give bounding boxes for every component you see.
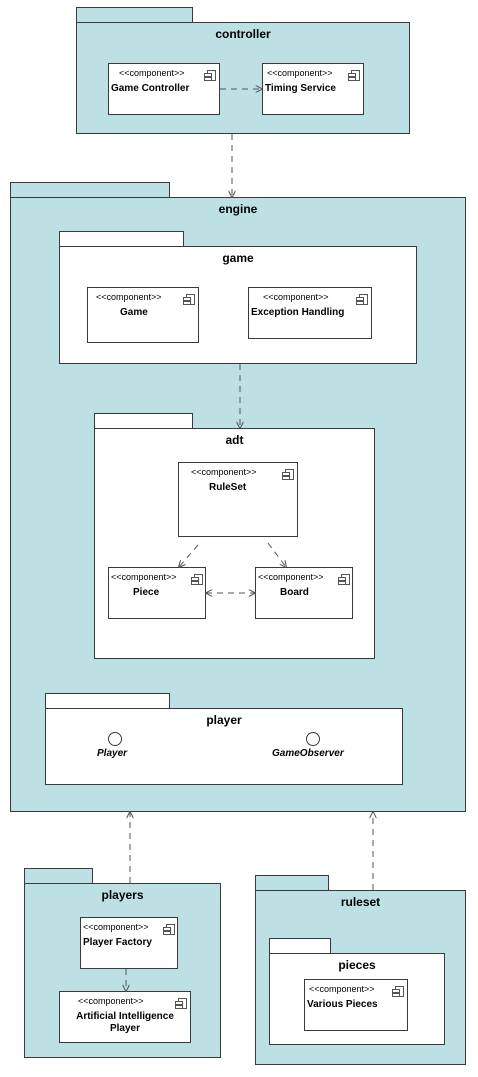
game-controller-component[interactable]: <<component>> Game Controller: [108, 63, 220, 115]
component-icon: [183, 294, 195, 305]
stereotype-label: <<component>>: [263, 292, 329, 302]
component-icon: [338, 574, 350, 585]
board-component[interactable]: <<component>> Board: [255, 567, 353, 619]
stereotype-label: <<component>>: [111, 572, 177, 582]
stereotype-label: <<component>>: [309, 984, 375, 994]
component-name: Game: [120, 307, 148, 318]
player-interface-icon[interactable]: [108, 732, 122, 746]
player-package: player: [45, 708, 403, 785]
stereotype-label: <<component>>: [96, 292, 162, 302]
engine-package-title: engine: [218, 202, 258, 216]
controller-package-title: controller: [215, 27, 271, 41]
game-observer-interface-label: GameObserver: [272, 748, 344, 759]
component-name: Various Pieces: [307, 999, 378, 1010]
timing-service-component[interactable]: <<component>> Timing Service: [262, 63, 364, 115]
component-name: Timing Service: [265, 83, 336, 94]
players-package-title: players: [101, 888, 144, 902]
component-icon: [175, 998, 187, 1009]
component-icon: [282, 469, 294, 480]
exception-handling-component[interactable]: <<component>> Exception Handling: [248, 287, 372, 339]
ai-player-component[interactable]: <<component>> Artificial Intelligence Pl…: [59, 991, 191, 1043]
pieces-package-title: pieces: [338, 958, 376, 972]
component-name: Game Controller: [111, 83, 190, 94]
stereotype-label: <<component>>: [191, 467, 257, 477]
dependency-ruleset-board: [267, 542, 286, 567]
component-name: RuleSet: [209, 482, 247, 493]
stereotype-label: <<component>>: [258, 572, 324, 582]
stereotype-label: <<component>>: [83, 922, 149, 932]
ruleset-package-title: ruleset: [340, 895, 381, 909]
component-name: Player Factory: [83, 937, 152, 948]
component-icon: [204, 70, 216, 81]
component-icon: [163, 924, 175, 935]
adt-package-title: adt: [225, 433, 244, 447]
game-observer-interface-icon[interactable]: [306, 732, 320, 746]
component-name: Exception Handling: [251, 307, 345, 318]
player-interface-label: Player: [97, 748, 128, 759]
game-package-title: game: [222, 251, 254, 265]
stereotype-label: <<component>>: [78, 996, 144, 1006]
component-name: Piece: [133, 587, 160, 598]
various-pieces-component[interactable]: <<component>> Various Pieces: [304, 979, 408, 1031]
component-icon: [392, 986, 404, 997]
ruleset-component[interactable]: <<component>> RuleSet: [178, 462, 298, 537]
component-icon: [356, 294, 368, 305]
stereotype-label: <<component>>: [267, 68, 333, 78]
player-package-title: player: [206, 713, 242, 727]
component-icon: [348, 70, 360, 81]
stereotype-label: <<component>>: [119, 68, 185, 78]
component-name: Artificial Intelligence Player: [76, 1011, 174, 1034]
dependency-ruleset-piece: [179, 544, 199, 567]
piece-component[interactable]: <<component>> Piece: [108, 567, 206, 619]
game-component[interactable]: <<component>> Game: [87, 287, 199, 343]
component-name: Board: [280, 587, 309, 598]
player-factory-component[interactable]: <<component>> Player Factory: [80, 917, 178, 969]
component-icon: [191, 574, 203, 585]
